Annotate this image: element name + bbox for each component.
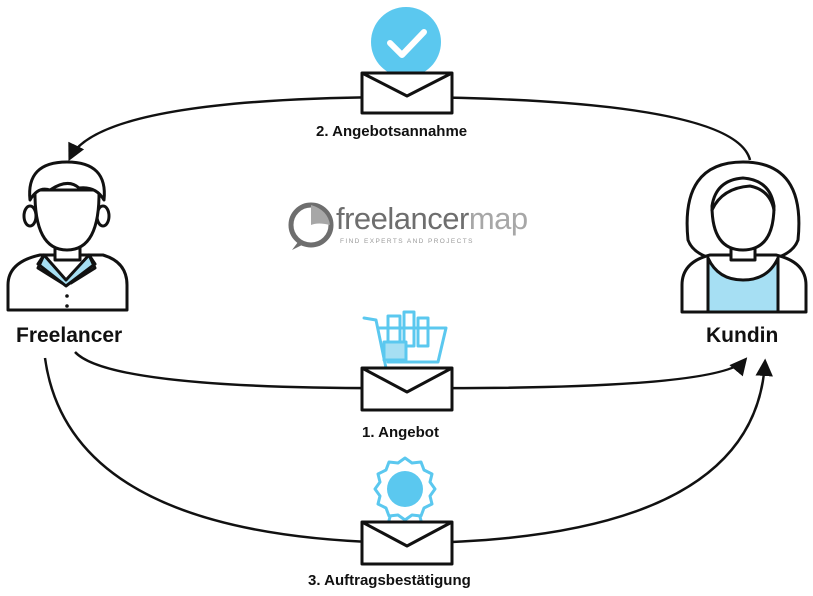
logo-word-dark: freelancer [336, 201, 469, 236]
envelope-bottom-icon [360, 520, 454, 566]
logo-word-light: map [468, 201, 528, 236]
freelancer-avatar-icon [6, 160, 129, 312]
freelancermap-logo: freelancermap FIND EXPERTS AND PROJECTS [288, 200, 528, 258]
freelancer-label: Freelancer [16, 324, 123, 347]
envelope-middle-icon [360, 366, 454, 412]
step-label-angebot: 1. Angebot [362, 424, 439, 441]
kundin-avatar-icon [680, 160, 808, 314]
logo-tagline: FIND EXPERTS AND PROJECTS [340, 238, 474, 245]
kundin-label: Kundin [706, 324, 779, 347]
logo-wordmark: freelancermap [336, 202, 528, 236]
check-badge-icon [371, 7, 441, 77]
step-label-auftragsbestaetigung: 3. Auftragsbestätigung [308, 572, 471, 589]
envelope-top-icon [360, 71, 454, 115]
logo-mark-icon [288, 202, 334, 250]
step-label-angebotsannahme: 2. Angebotsannahme [316, 123, 468, 140]
